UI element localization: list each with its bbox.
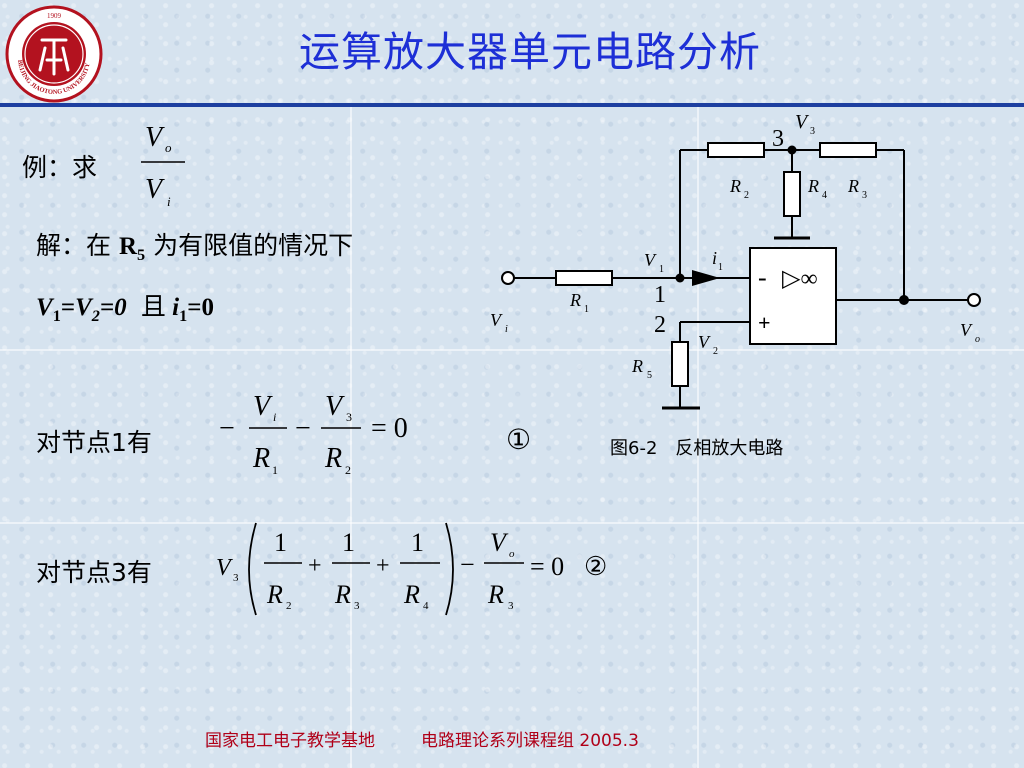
header-divider — [0, 103, 1024, 107]
svg-text:4: 4 — [822, 190, 827, 201]
logo-year: 1909 — [47, 12, 62, 20]
r1-resistor — [555, 270, 613, 286]
svg-text:3: 3 — [810, 126, 815, 137]
svg-text:R: R — [252, 443, 270, 474]
svg-text:V: V — [325, 391, 345, 422]
svg-text:R: R — [631, 356, 643, 376]
svg-text:V: V — [145, 174, 165, 205]
svg-text:R: R — [487, 580, 504, 609]
svg-text:+: + — [758, 310, 771, 335]
svg-text:3: 3 — [346, 410, 352, 424]
footer-right: 电路理论系列课程组 2005.3 — [421, 731, 639, 751]
svg-text:②: ② — [584, 552, 607, 581]
svg-text:2: 2 — [286, 600, 292, 612]
svg-text:3: 3 — [772, 126, 784, 152]
node1-label: 对节点1有 — [36, 428, 152, 457]
svg-text:V: V — [216, 555, 233, 581]
r2-resistor — [707, 142, 765, 158]
svg-text:1: 1 — [342, 528, 355, 557]
grid-line — [350, 107, 352, 768]
svg-text:V: V — [795, 111, 810, 133]
svg-text:+: + — [376, 553, 390, 579]
university-seal-logo: 1909 BEIJING JIAOTONG UNIVERSITY — [5, 5, 103, 103]
svg-text:R: R — [807, 176, 819, 196]
svg-text:R: R — [569, 290, 581, 310]
svg-text:1: 1 — [654, 282, 666, 308]
solution-conditions: V1=V2=0 且 i1=0 — [36, 292, 214, 325]
svg-text:i: i — [273, 410, 276, 424]
circuit-caption: 图6-2 反相放大电路 — [610, 438, 784, 459]
footer-left: 国家电工电子教学基地 — [205, 731, 375, 751]
svg-text:3: 3 — [354, 600, 360, 612]
inverting-amplifier-circuit: - ▷∞ + V 3 3 R 2 R 4 R 3 V 1 i 1 R 1 1 2… — [490, 111, 981, 410]
svg-text:V: V — [145, 122, 165, 153]
svg-text:1: 1 — [718, 262, 723, 273]
vo-vi-fraction: V o V i — [141, 122, 185, 209]
svg-text:R: R — [324, 443, 342, 474]
svg-text:= 0: = 0 — [530, 552, 564, 581]
svg-text:R: R — [266, 580, 283, 609]
r5-resistor — [671, 341, 689, 387]
svg-text:3: 3 — [508, 600, 514, 612]
grid-line — [697, 107, 699, 768]
svg-text:= 0: = 0 — [371, 413, 408, 444]
svg-text:2: 2 — [654, 312, 666, 338]
svg-text:1: 1 — [272, 463, 278, 477]
svg-text:1: 1 — [659, 264, 664, 275]
svg-text:o: o — [509, 548, 515, 560]
node1-equation: − V i R 1 − V 3 R 2 = 0 — [219, 391, 408, 477]
svg-text:▷∞: ▷∞ — [782, 266, 818, 292]
r4-resistor — [783, 171, 801, 217]
svg-text:R: R — [847, 176, 859, 196]
svg-text:V: V — [960, 320, 973, 340]
svg-text:V: V — [644, 250, 657, 270]
svg-text:V: V — [698, 332, 711, 352]
svg-text:-: - — [758, 263, 767, 292]
svg-text:5: 5 — [647, 370, 652, 381]
node3-equation: V 3 1 R 2 + 1 R 3 + 1 R 4 − V o R 3 = 0 … — [216, 522, 607, 616]
svg-text:i: i — [167, 194, 171, 209]
svg-text:1: 1 — [411, 528, 424, 557]
svg-text:V: V — [490, 528, 509, 557]
op-amp — [749, 247, 837, 345]
svg-text:i: i — [712, 248, 717, 268]
svg-text:2: 2 — [744, 190, 749, 201]
svg-text:V: V — [253, 391, 273, 422]
svg-text:−: − — [219, 413, 235, 444]
svg-text:2: 2 — [345, 463, 351, 477]
svg-text:V: V — [490, 310, 503, 330]
svg-text:3: 3 — [233, 572, 239, 584]
example-label: 例：求 — [22, 153, 98, 182]
node3-label: 对节点3有 — [36, 558, 152, 587]
svg-text:1: 1 — [274, 528, 287, 557]
vo-terminal — [967, 293, 981, 307]
svg-text:R: R — [403, 580, 420, 609]
svg-text:2: 2 — [713, 346, 718, 357]
svg-text:4: 4 — [423, 600, 429, 612]
svg-text:R: R — [334, 580, 351, 609]
svg-text:1: 1 — [584, 304, 589, 315]
footer: 国家电工电子教学基地 电路理论系列课程组 2005.3 — [205, 726, 639, 751]
r3-resistor — [819, 142, 877, 158]
svg-text:i: i — [505, 324, 508, 335]
svg-text:+: + — [308, 553, 322, 579]
svg-text:o: o — [975, 334, 980, 345]
svg-text:−: − — [295, 413, 311, 444]
equation-tag-1: ① — [506, 423, 532, 456]
svg-text:R: R — [729, 176, 741, 196]
svg-text:3: 3 — [862, 190, 867, 201]
page-title: 运算放大器单元电路分析 — [299, 28, 761, 76]
grid-line — [0, 349, 1024, 351]
svg-text:−: − — [460, 550, 475, 579]
grid-line — [0, 522, 1024, 524]
solution-statement: 解：在 R5 为有限值的情况下 — [36, 231, 354, 264]
svg-text:o: o — [165, 140, 172, 155]
vi-terminal — [501, 271, 515, 285]
